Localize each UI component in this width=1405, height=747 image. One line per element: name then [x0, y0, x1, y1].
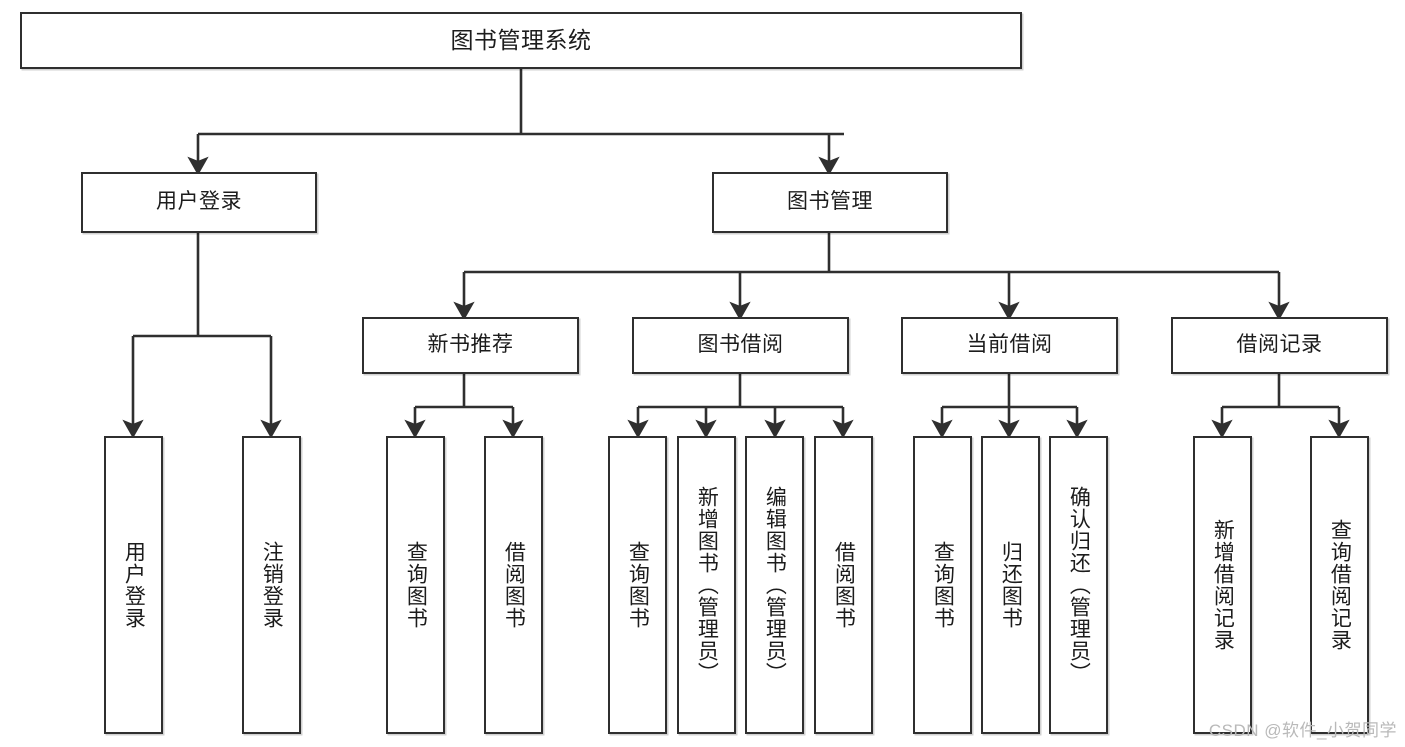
node-user-login[interactable]: 用户登录 [81, 172, 317, 233]
node-leaf-query-book-2-label: 查询图书 [626, 541, 650, 629]
node-leaf-query-book-3-label: 查询图书 [931, 541, 955, 629]
node-leaf-query-book-3[interactable]: 查询图书 [913, 436, 972, 734]
node-leaf-confirm-return[interactable]: 确认归还（管理员） [1049, 436, 1108, 734]
node-new-book-recommend-label: 新书推荐 [427, 333, 514, 357]
node-leaf-add-record-label: 新增借阅记录 [1211, 519, 1235, 651]
node-leaf-user-logout-label: 注销登录 [260, 541, 284, 629]
node-book-manage[interactable]: 图书管理 [712, 172, 948, 233]
node-leaf-query-book-2[interactable]: 查询图书 [608, 436, 667, 734]
node-book-borrow-label: 图书借阅 [697, 333, 784, 357]
node-leaf-borrow-book-2-label: 借阅图书 [832, 541, 856, 629]
node-leaf-user-logout[interactable]: 注销登录 [242, 436, 301, 734]
node-current-borrow-label: 当前借阅 [966, 333, 1053, 357]
csdn-watermark: CSDN @软件_小贺同学 [1208, 721, 1397, 740]
node-leaf-return-book-label: 归还图书 [999, 541, 1023, 629]
node-root-label: 图书管理系统 [450, 26, 592, 53]
node-borrow-record[interactable]: 借阅记录 [1171, 317, 1388, 374]
node-leaf-user-login[interactable]: 用户登录 [104, 436, 163, 734]
node-leaf-edit-book[interactable]: 编辑图书（管理员） [745, 436, 804, 734]
node-leaf-query-book-1[interactable]: 查询图书 [386, 436, 445, 734]
node-leaf-query-record[interactable]: 查询借阅记录 [1310, 436, 1369, 734]
node-leaf-user-login-label: 用户登录 [122, 541, 146, 629]
node-leaf-borrow-book-2[interactable]: 借阅图书 [814, 436, 873, 734]
node-leaf-query-book-1-label: 查询图书 [404, 541, 428, 629]
node-leaf-confirm-return-label: 确认归还（管理员） [1067, 486, 1091, 684]
node-leaf-add-book-label: 新增图书（管理员） [695, 486, 719, 684]
node-leaf-add-record[interactable]: 新增借阅记录 [1193, 436, 1252, 734]
node-user-login-label: 用户登录 [156, 190, 242, 214]
node-leaf-add-book[interactable]: 新增图书（管理员） [677, 436, 736, 734]
node-leaf-borrow-book-1-label: 借阅图书 [502, 541, 526, 629]
node-leaf-query-record-label: 查询借阅记录 [1328, 519, 1352, 651]
node-leaf-borrow-book-1[interactable]: 借阅图书 [484, 436, 543, 734]
node-leaf-return-book[interactable]: 归还图书 [981, 436, 1040, 734]
node-leaf-edit-book-label: 编辑图书（管理员） [763, 486, 787, 684]
node-new-book-recommend[interactable]: 新书推荐 [362, 317, 579, 374]
node-root[interactable]: 图书管理系统 [20, 12, 1022, 69]
node-current-borrow[interactable]: 当前借阅 [901, 317, 1118, 374]
node-book-borrow[interactable]: 图书借阅 [632, 317, 849, 374]
node-book-manage-label: 图书管理 [787, 190, 873, 214]
node-borrow-record-label: 借阅记录 [1236, 333, 1323, 357]
